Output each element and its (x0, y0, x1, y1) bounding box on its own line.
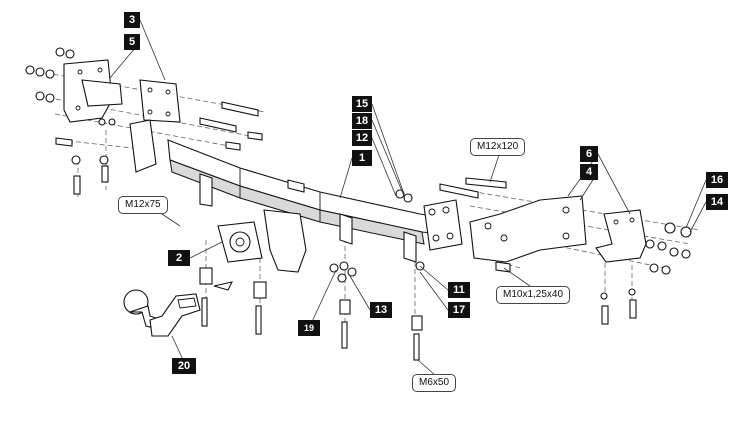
part-label-5: 5 (124, 34, 140, 50)
left-side-plate (139, 79, 181, 123)
left-washers-nuts (25, 47, 116, 165)
socket-plate (217, 221, 263, 263)
part-label-6: 6 (580, 146, 598, 162)
main-crossbar (167, 139, 463, 273)
part-label-14: 14 (706, 194, 728, 210)
part-label-1: 1 (352, 150, 372, 166)
left-end-bracket (129, 119, 157, 173)
centre-spacers-and-bolts (199, 189, 425, 361)
part-label-17: 17 (448, 302, 470, 318)
part-label-11: 11 (448, 282, 470, 298)
part-label-3: 3 (124, 12, 140, 28)
left-side-bracket (63, 59, 123, 123)
bolt-spec-m10: M10x1,25x40 (496, 286, 571, 304)
part-label-20: 20 (172, 358, 196, 374)
part-label-2: 2 (168, 250, 190, 266)
bolt-spec-m12x75: M12x75 (118, 196, 168, 214)
right-washers-nuts (600, 222, 692, 300)
part-label-15: 15 (352, 96, 372, 112)
right-side-bracket (469, 195, 587, 263)
part-label-18: 18 (352, 113, 372, 129)
part-label-16: 16 (706, 172, 728, 188)
part-label-19: 19 (298, 320, 320, 336)
right-end-bracket (595, 209, 647, 263)
part-label-13: 13 (370, 302, 392, 318)
part-label-4: 4 (580, 164, 598, 180)
part-label-12: 12 (352, 130, 372, 146)
bolt-spec-m12x120: M12x120 (470, 138, 526, 156)
tow-ball-neck (123, 281, 234, 337)
left-bolts (55, 101, 263, 195)
bolt-spec-m6x50: M6x50 (412, 374, 457, 392)
